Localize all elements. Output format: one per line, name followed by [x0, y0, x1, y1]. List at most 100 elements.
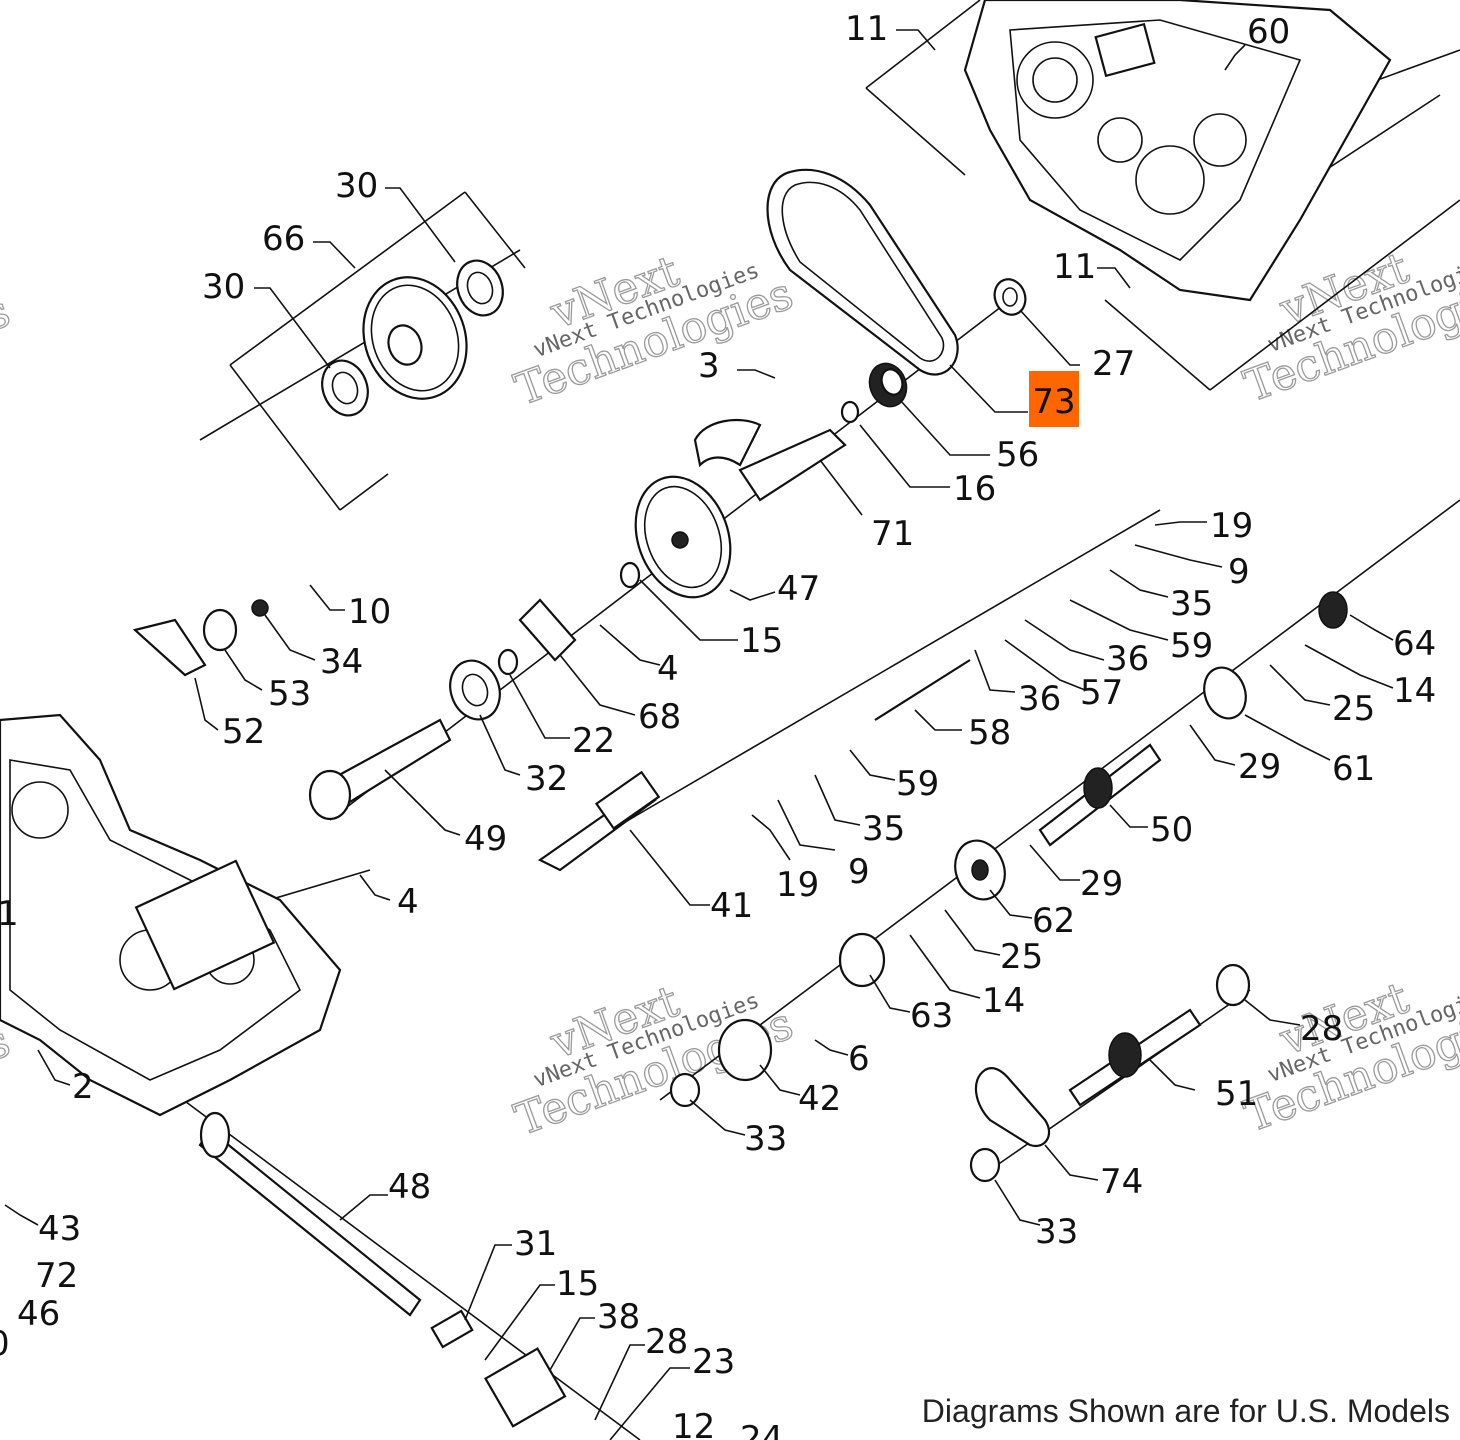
- callout-46: 46: [17, 1294, 60, 1334]
- callout-14: 14: [1393, 671, 1436, 711]
- callout-74: 74: [1100, 1162, 1143, 1202]
- bracket-52: [132, 618, 207, 677]
- callout-12: 12: [672, 1407, 715, 1440]
- callout-19: 19: [776, 865, 819, 905]
- callout-61: 61: [1332, 749, 1375, 789]
- sleeve-31: [430, 1309, 474, 1349]
- callout-25: 25: [1332, 689, 1375, 729]
- callout-63: 63: [910, 996, 953, 1036]
- sprocket-56: [868, 362, 908, 408]
- highlight-marker: 73: [1029, 371, 1079, 427]
- callout-57: 57: [1080, 673, 1123, 713]
- plate-68: [518, 598, 577, 662]
- gear-47: [634, 475, 732, 599]
- shaft-58: [874, 659, 971, 721]
- callout-3: 3: [698, 346, 720, 386]
- callout-71: 71: [871, 514, 914, 554]
- callout-4: 4: [397, 882, 419, 922]
- ring-34: [251, 599, 269, 617]
- callout-19: 19: [1210, 506, 1253, 546]
- callout-73: 73: [1032, 382, 1075, 422]
- callout-48: 48: [388, 1167, 431, 1207]
- bearing-28: [1215, 963, 1251, 1007]
- callout-14: 14: [982, 981, 1025, 1021]
- callout-22: 22: [572, 721, 615, 761]
- ring-22: [497, 648, 519, 676]
- callout-28: 28: [1300, 1009, 1343, 1049]
- ring-16: [840, 400, 860, 424]
- callout-47: 47: [777, 569, 820, 609]
- callout-6: 6: [848, 1039, 870, 1079]
- callout-36: 36: [1106, 639, 1149, 679]
- transmission-housing-main: [0, 713, 342, 1117]
- callout-42: 42: [798, 1079, 841, 1119]
- callout-29: 29: [1238, 747, 1281, 787]
- callout-15: 15: [740, 621, 783, 661]
- callout-0: 0: [0, 1324, 10, 1364]
- callout-33: 33: [1035, 1212, 1078, 1252]
- bearing-30-lower: [321, 359, 369, 417]
- hub-63: [838, 932, 886, 988]
- shaft-51: [1068, 1008, 1202, 1107]
- callout-31: 31: [514, 1224, 557, 1264]
- callout-25: 25: [1000, 937, 1043, 977]
- callout-35: 35: [862, 809, 905, 849]
- pump-42: [717, 1018, 773, 1082]
- gear-62: [954, 839, 1006, 901]
- gear-53: [202, 608, 238, 652]
- callout-23: 23: [692, 1342, 735, 1382]
- transmission-housing-cover: [963, 0, 1392, 302]
- callout-2: 2: [72, 1067, 94, 1107]
- gear-38: [484, 1347, 567, 1428]
- bearing-33-left: [669, 1072, 701, 1108]
- callout-35: 35: [1170, 584, 1213, 624]
- callout-30: 30: [335, 166, 378, 206]
- highlighted-callout-73[interactable]: 73: [1029, 371, 1079, 427]
- callout-59: 59: [896, 764, 939, 804]
- callout-51: 51: [1215, 1074, 1258, 1114]
- shaft-48: [198, 1111, 422, 1317]
- footer-note: Diagrams Shown are for U.S. Models: [921, 1393, 1450, 1429]
- shaft-49: [308, 718, 452, 821]
- callout-49: 49: [464, 819, 507, 859]
- callout-1: 1: [0, 894, 19, 934]
- callout-38: 38: [597, 1297, 640, 1337]
- callout-27: 27: [1092, 344, 1135, 384]
- callout-60: 60: [1247, 12, 1290, 52]
- callout-36: 36: [1018, 679, 1061, 719]
- callout-56: 56: [996, 435, 1039, 475]
- callout-24: 24: [740, 1419, 783, 1440]
- callout-15: 15: [556, 1264, 599, 1304]
- bearing-27: [993, 278, 1027, 316]
- callout-10: 10: [348, 592, 391, 632]
- callout-4: 4: [657, 649, 679, 689]
- callout-58: 58: [968, 713, 1011, 753]
- callout-62: 62: [1032, 901, 1075, 941]
- bearing-33-right: [969, 1147, 1001, 1183]
- shift-drum-41: [537, 770, 661, 872]
- callout-32: 32: [525, 759, 568, 799]
- callout-53: 53: [268, 674, 311, 714]
- callout-43: 43: [38, 1209, 81, 1249]
- callout-33: 33: [744, 1119, 787, 1159]
- callout-11: 11: [1053, 247, 1096, 287]
- callout-34: 34: [320, 642, 363, 682]
- drive-belt-74: [974, 1067, 1051, 1148]
- callout-59: 59: [1170, 626, 1213, 666]
- callout-9: 9: [1228, 552, 1250, 592]
- callout-9: 9: [848, 852, 870, 892]
- svg-text:es: es: [0, 286, 16, 351]
- callout-29: 29: [1080, 864, 1123, 904]
- watermark-center-top: vNext Technologies vNext Technologies: [508, 245, 800, 416]
- bearing-32: [449, 659, 501, 721]
- callout-16: 16: [953, 469, 996, 509]
- shift-fork-71: [693, 418, 847, 502]
- hub-64: [1318, 591, 1348, 629]
- callout-72: 72: [35, 1256, 78, 1296]
- callout-28: 28: [645, 1322, 688, 1362]
- ring-15: [619, 561, 641, 589]
- callout-41: 41: [710, 886, 753, 926]
- callout-11: 11: [845, 9, 888, 49]
- callout-30: 30: [202, 267, 245, 307]
- callout-64: 64: [1393, 624, 1436, 664]
